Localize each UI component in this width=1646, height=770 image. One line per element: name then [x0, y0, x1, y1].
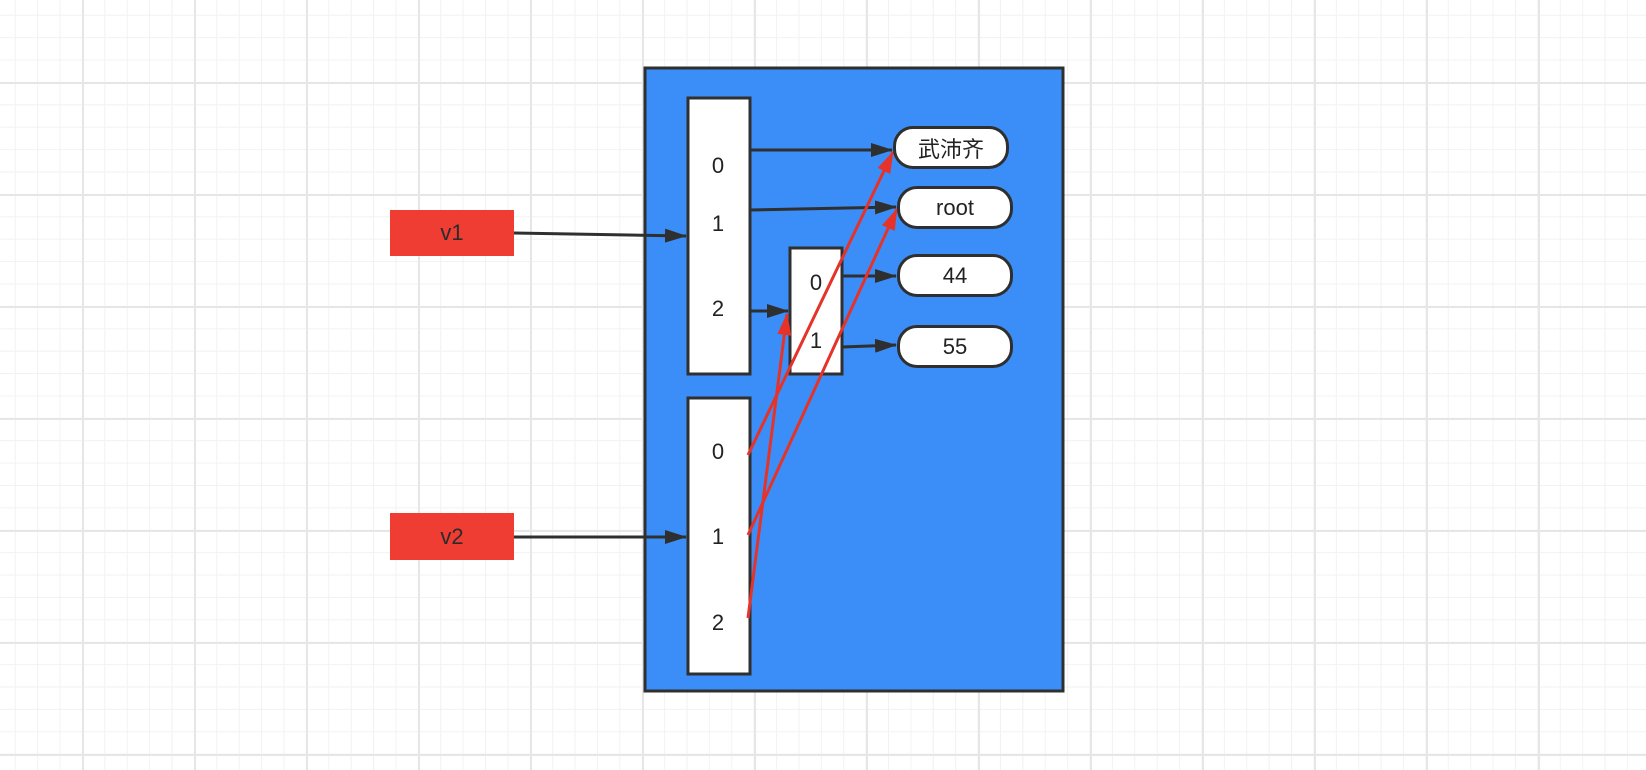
list1-index-2: 2 — [711, 296, 725, 321]
list1-index-0: 0 — [711, 153, 725, 178]
value-44-node: 44 — [897, 254, 1013, 297]
red-arrow-list2-1-to-root — [746, 208, 899, 536]
red-arrow-list2-0-to-name — [746, 151, 895, 456]
inner-list-index-0: 0 — [809, 270, 823, 295]
value-name-node: 武沛齐 — [893, 126, 1009, 169]
variable-v2-box — [390, 513, 514, 560]
arrow-list1-1-to-root — [749, 200, 897, 215]
list1-index-1: 1 — [711, 211, 725, 236]
arrow-v1-to-list1 — [513, 228, 687, 243]
list2-index-1: 1 — [711, 524, 725, 549]
variable-v1-label: v1 — [440, 220, 464, 245]
list2-index-0: 0 — [711, 439, 725, 464]
variable-v2-label: v2 — [440, 523, 464, 549]
value-root-node: root — [897, 186, 1013, 229]
red-arrow-list2-2-to-inner — [746, 313, 792, 619]
value-55-node: 55 — [897, 325, 1013, 368]
outer-list-1-box — [686, 96, 752, 376]
arrow-inner-1-to-55 — [841, 338, 897, 353]
variable-v1-box — [390, 210, 514, 256]
list2-index-2: 2 — [711, 610, 725, 635]
inner-list-index-1: 1 — [809, 328, 823, 353]
outer-list-2-box — [686, 396, 752, 676]
